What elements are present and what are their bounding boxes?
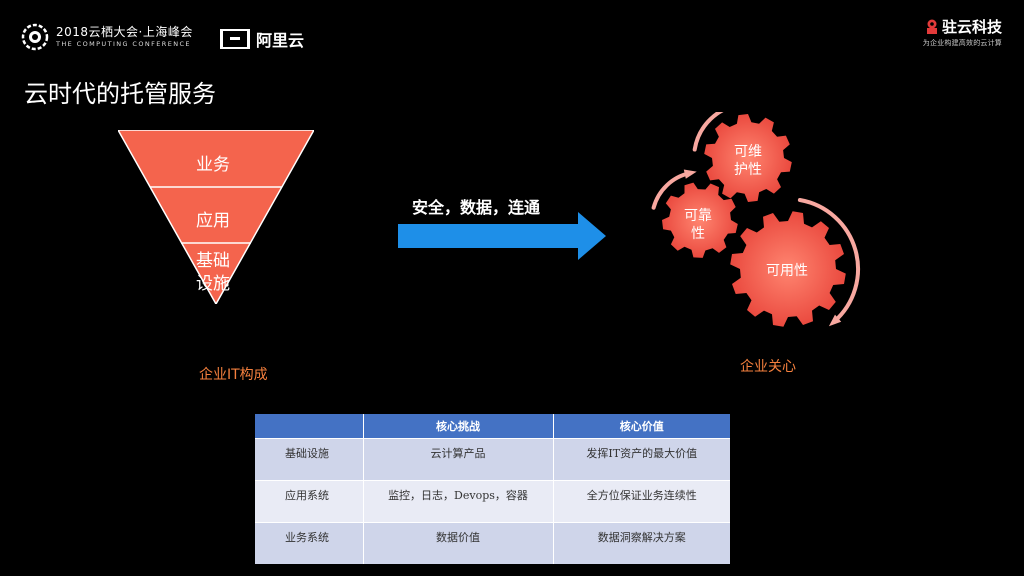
conference-logo: 2018云栖大会·上海峰会 THE COMPUTING CONFERENCE: [20, 22, 193, 52]
right-arrow-icon: [398, 212, 606, 260]
conference-title: 2018云栖大会·上海峰会: [56, 25, 193, 40]
company-slogan: 为企业构建高效的云计算: [922, 39, 1002, 47]
table-row: 基础设施 云计算产品 发挥IT资产的最大价值: [255, 437, 730, 480]
pyramid-layer-infrastructure: 基础设施: [196, 251, 230, 294]
cloud-conference-icon: [21, 23, 49, 51]
it-composition-pyramid: [118, 130, 314, 304]
pyramid-shape: [118, 130, 314, 304]
table-header-cell: [255, 414, 364, 438]
gear-availability: [730, 211, 846, 327]
arrow-arc: [651, 171, 692, 210]
alibaba-cloud-name: 阿里云: [256, 31, 305, 50]
gears-diagram: [651, 112, 860, 327]
pyramid-layer-business: 业务: [196, 155, 230, 175]
arrow-label: 安全，数据，连通: [412, 198, 541, 217]
table-cell: 基础设施: [255, 437, 364, 480]
table-row: 应用系统 监控，日志，Devops，容器 全方位保证业务连续性: [255, 479, 730, 522]
table-header-cell: 核心价值: [553, 414, 730, 438]
table-cell: 发挥IT资产的最大价值: [553, 437, 730, 480]
gear-label-reliability: 可靠性: [684, 208, 712, 242]
company-logo: 驻云科技 为企业构建高效的云计算: [923, 16, 1002, 48]
gear-label-availability: 可用性: [766, 263, 808, 279]
table-header-cell: 核心挑战: [363, 414, 554, 438]
arrow-arc: [797, 198, 860, 324]
table-cell: 数据价值: [363, 521, 554, 564]
table-cell: 业务系统: [255, 521, 364, 564]
pyramid-caption: 企业IT构成: [199, 367, 268, 383]
gear-label-maintainability: 可维护性: [734, 144, 762, 178]
arrow-arc: [692, 112, 724, 152]
company-name: 驻云科技: [941, 18, 1002, 36]
page-title: 云时代的托管服务: [24, 80, 216, 108]
gears-caption: 企业关心: [740, 359, 796, 375]
alibaba-cloud-icon: [220, 29, 250, 49]
table-cell: 应用系统: [255, 479, 364, 522]
gear-reliability: [662, 182, 738, 258]
pyramid-layer-application: 应用: [196, 211, 230, 231]
arrow-head: [683, 169, 697, 179]
table-row: 业务系统 数据价值 数据洞察解决方案: [255, 521, 730, 564]
table-cell: 云计算产品: [363, 437, 554, 480]
table-cell: 数据洞察解决方案: [553, 521, 730, 564]
company-mark-icon: [926, 19, 937, 34]
table-cell: 全方位保证业务连续性: [553, 479, 730, 522]
services-table: 核心挑战 核心价值 基础设施 云计算产品 发挥IT资产的最大价值 应用系统 监控…: [255, 414, 730, 564]
table-cell: 监控，日志，Devops，容器: [363, 479, 554, 522]
gear-maintainability: [704, 114, 792, 202]
arrow-head: [828, 314, 842, 327]
conference-subtitle: THE COMPUTING CONFERENCE: [56, 40, 191, 49]
alibaba-cloud-logo: 阿里云: [220, 27, 304, 51]
